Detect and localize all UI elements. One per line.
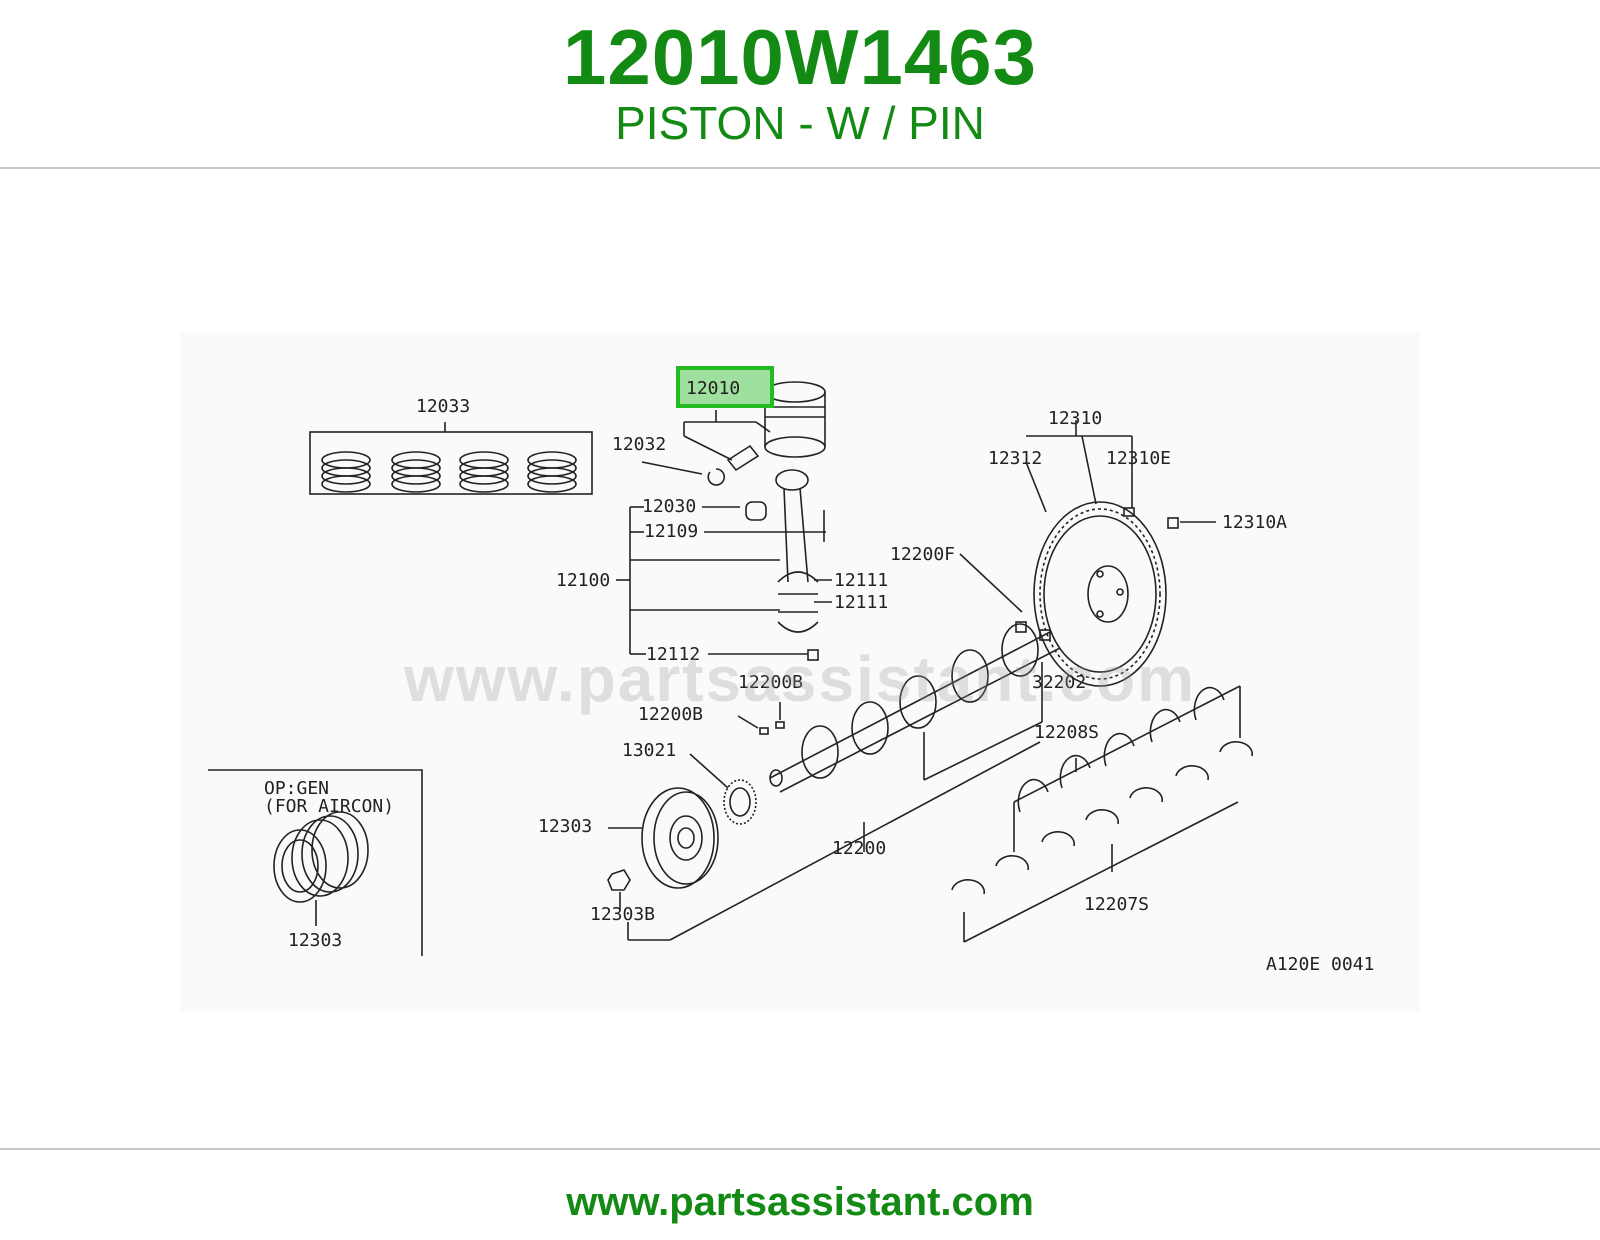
- watermark: www.partsassistant.com: [403, 643, 1197, 715]
- header: 12010W1463 PISTON - W / PIN: [0, 0, 1600, 168]
- parts-diagram: 12033 12010 12032 12030 12109 12100 1211…: [180, 332, 1420, 1012]
- inset-box: [208, 769, 423, 956]
- alternator-pulley: [273, 811, 369, 903]
- main-bearings-lower: [951, 741, 1254, 895]
- part-description: PISTON - W / PIN: [615, 97, 985, 149]
- label-12200b-b: 12200B: [638, 704, 703, 725]
- connecting-rod: [775, 469, 819, 633]
- inset-title: OP:GEN: [264, 778, 329, 799]
- crankshaft-sprocket: [723, 779, 757, 825]
- header-divider: [0, 167, 1600, 169]
- ring-set-box: [309, 431, 593, 495]
- label-12112: 12112: [646, 644, 700, 665]
- crankshaft: [769, 623, 1061, 793]
- footer-divider: [0, 1148, 1600, 1150]
- label-12010: 12010: [686, 378, 740, 399]
- label-12208s: 12208S: [1034, 722, 1099, 743]
- label-32202: 32202: [1032, 672, 1086, 693]
- diagram-code: A120E 0041: [1266, 954, 1374, 975]
- flywheel-bolt: [1167, 517, 1179, 529]
- label-12303-inset: 12303: [288, 930, 342, 951]
- label-12111-b: 12111: [834, 592, 888, 613]
- label-12200: 12200: [832, 838, 886, 859]
- crank-pin: [1015, 621, 1027, 633]
- label-12200b-a: 12200B: [738, 672, 803, 693]
- woodruff-key-2: [775, 721, 785, 729]
- woodruff-key: [759, 727, 769, 735]
- label-12200f: 12200F: [890, 544, 955, 565]
- highlight-box: [676, 366, 774, 408]
- rod-nut: [807, 649, 819, 661]
- inset-subtitle: (FOR AIRCON): [264, 796, 394, 817]
- label-12303b: 12303B: [590, 904, 655, 925]
- label-13021: 13021: [622, 740, 676, 761]
- flywheel: [1033, 501, 1167, 687]
- crank-pulley: [641, 787, 719, 889]
- part-number: 12010W1463: [562, 13, 1038, 101]
- label-12310a: 12310A: [1222, 512, 1287, 533]
- piston-rings: [321, 451, 577, 493]
- label-12032: 12032: [612, 434, 666, 455]
- label-12033: 12033: [416, 396, 470, 417]
- label-12207s: 12207S: [1084, 894, 1149, 915]
- piston-pin: [726, 444, 760, 472]
- label-12030: 12030: [642, 496, 696, 517]
- label-12310: 12310: [1048, 408, 1102, 429]
- label-12312: 12312: [988, 448, 1042, 469]
- diagram-svg: 12033 12010 12032 12030 12109 12100 1211…: [208, 366, 1374, 975]
- label-12310e: 12310E: [1106, 448, 1171, 469]
- label-12109: 12109: [644, 521, 698, 542]
- label-12100: 12100: [556, 570, 610, 591]
- rod-bushing: [745, 501, 767, 521]
- dowel-pin: [1123, 507, 1135, 517]
- label-12111-a: 12111: [834, 570, 888, 591]
- pilot-bushing: [1039, 629, 1051, 641]
- label-12303: 12303: [538, 816, 592, 837]
- pulley-bolt: [607, 869, 631, 891]
- footer-url[interactable]: www.partsassistant.com: [566, 1180, 1034, 1224]
- main-bearings-upper: [1017, 686, 1225, 813]
- snap-ring: [707, 468, 726, 486]
